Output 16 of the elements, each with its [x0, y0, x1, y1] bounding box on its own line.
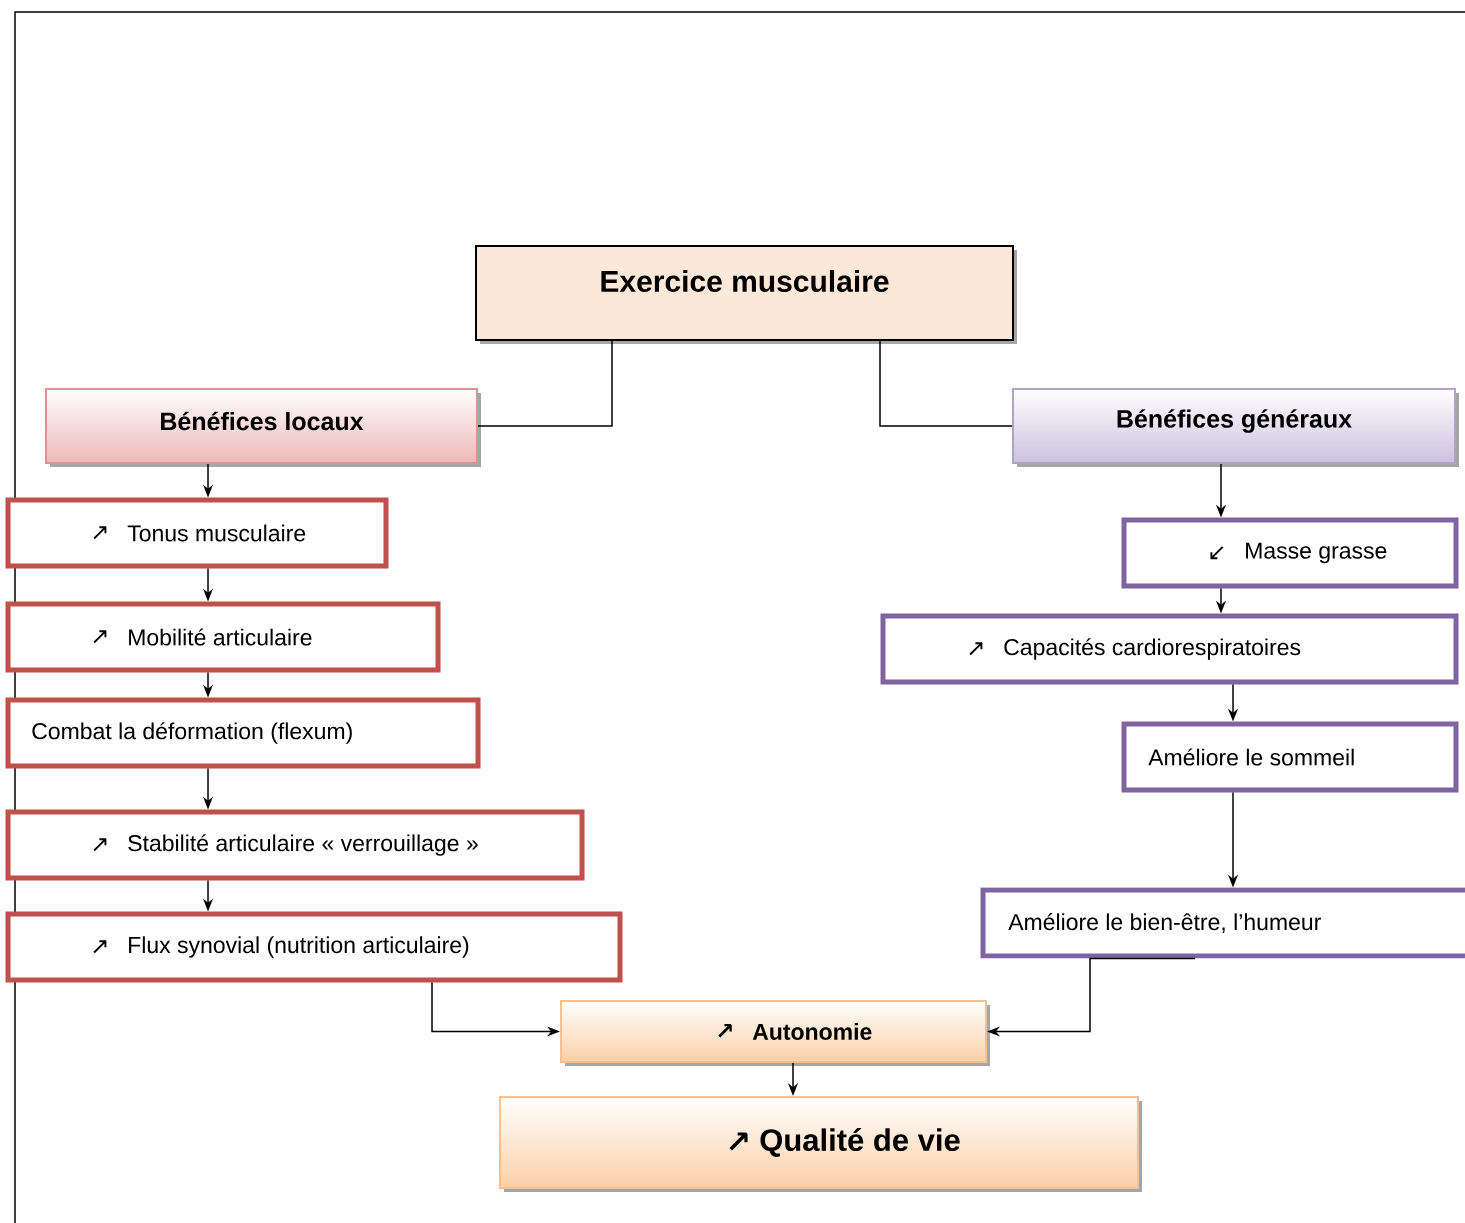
benefit-box: ↗ Stabilité articulaire « verrouillage » [5, 809, 585, 881]
outcome-box: ↗ Qualité de vie [499, 1096, 1142, 1192]
outcome-box: ↗ Autonomie [560, 1000, 990, 1066]
connector-line [879, 340, 1013, 427]
benefit-box: ↙ Masse grasse [1121, 517, 1459, 589]
category-box: Bénéfices généraux [1012, 388, 1459, 467]
benefit-box: ↗ Tonus musculaire [5, 497, 389, 569]
benefit-box: ↗ Mobilité articulaire [5, 601, 441, 673]
category-box: Bénéfices locaux [45, 388, 481, 467]
title-box: Exercice musculaire [475, 245, 1017, 344]
benefit-box: Combat la déformation (flexum) [5, 697, 481, 769]
benefit-box: Améliore le bien-être, l’humeur [980, 887, 1465, 959]
benefit-box: ↗ Flux synovial (nutrition articulaire) [5, 911, 623, 983]
benefit-box: Améliore le sommeil [1121, 721, 1459, 793]
connector-line [477, 340, 613, 427]
benefit-box: ↗ Capacités cardiorespiratoires [880, 613, 1459, 685]
